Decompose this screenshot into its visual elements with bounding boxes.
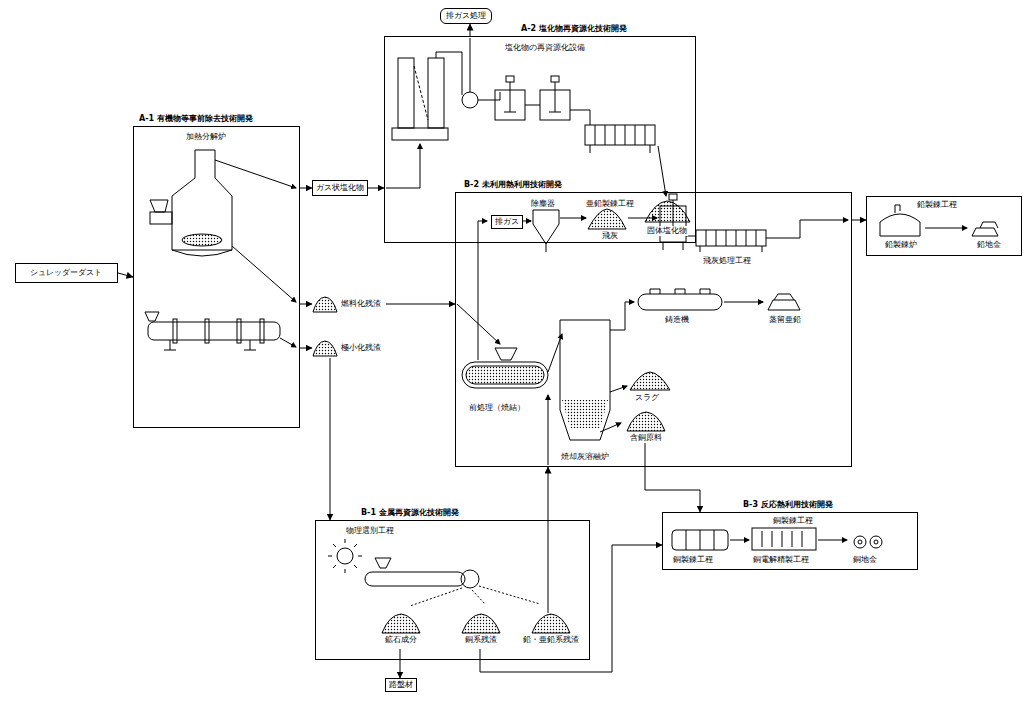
- equipment-label: 飛灰処理工程: [702, 256, 752, 266]
- flow-arrow: [118, 273, 133, 277]
- process-region: A-2 塩化物再資源化技術開発塩化物の再資源化設備: [384, 36, 696, 243]
- box-label: 鉛製錬工程: [917, 200, 957, 210]
- pile-outline: [627, 412, 665, 431]
- box-label: 排ガス処理: [446, 11, 486, 21]
- region-heading: A-1 有機物等事前除去技術開発: [139, 114, 253, 124]
- material-pile: 銅系残渣: [453, 613, 509, 649]
- flow-arrow: [548, 467, 549, 613]
- physical-separation-equipment: [328, 539, 540, 606]
- box-label: 銅製錬工程: [773, 516, 813, 526]
- box-label: 路盤材: [389, 680, 413, 690]
- box-label: 物理選別工程: [346, 526, 394, 536]
- flow-arrow: [470, 24, 471, 36]
- pile-shape: [531, 613, 571, 633]
- flow-arrow: [300, 348, 312, 349]
- material-label: 鉛・亜鉛系残渣: [523, 635, 579, 645]
- process-box: ガス状塩化物: [312, 180, 368, 196]
- pile-outline: [313, 341, 337, 356]
- equipment-label: 固体塩化物: [646, 226, 688, 236]
- pile-shape: [381, 613, 421, 633]
- equipment-label: 蒸留亜鉛: [768, 315, 802, 325]
- flow-arrow: [480, 545, 662, 672]
- region-heading: A-2 塩化物再資源化技術開発: [521, 24, 627, 34]
- flow-arrow: [300, 304, 312, 305]
- pile-shape: [461, 613, 501, 633]
- material-pile: 極小化残渣: [312, 338, 386, 358]
- process-region: A-1 有機物等事前除去技術開発加熱分解炉: [133, 126, 300, 428]
- pyrolysis-furnace: [150, 150, 296, 302]
- equipment-label: スラグ: [634, 393, 660, 403]
- material-label: 含銅原料: [630, 433, 662, 443]
- equipment-label: 前処理（焼結）: [468, 403, 526, 413]
- pile-outline: [532, 614, 570, 633]
- region-heading: B-2 未利用熱利用技術開発: [464, 180, 562, 190]
- region-heading: B-3 反応熱利用技術開発: [743, 500, 833, 510]
- material-label: 燃料化残渣: [341, 299, 381, 309]
- equipment-label: 銅電解精製工程: [752, 555, 810, 565]
- input-box: シュレッダーダスト: [15, 263, 118, 283]
- terminal-box: 排ガス処理: [440, 8, 492, 24]
- flow-arrow: [330, 358, 331, 520]
- pile-outline: [313, 297, 337, 312]
- pile-shape: [626, 411, 666, 431]
- rotary-kiln: [145, 312, 296, 350]
- equipment-label: 鉛地金: [976, 240, 1002, 250]
- pile-outline: [382, 614, 420, 633]
- equipment-label: 銅地金: [852, 555, 878, 565]
- box-label: 排ガス: [495, 217, 519, 227]
- flow-arrow: [645, 443, 700, 512]
- copper-smelting-equipment: [672, 528, 882, 550]
- region-heading: B-1 金属再資源化技術開発: [361, 508, 459, 518]
- zinc-smelting-equipment: [457, 194, 848, 465]
- material-pile: 鉱石成分: [376, 613, 426, 649]
- pile-outline: [462, 614, 500, 633]
- equipment-label: 飛灰: [601, 231, 619, 241]
- flow-arrow: [386, 304, 455, 305]
- material-pile: 含銅原料: [619, 411, 673, 443]
- lead-smelting-equipment: [880, 205, 998, 236]
- process-box: 路盤材: [385, 678, 417, 692]
- box-label: ガス状塩化物: [316, 183, 364, 193]
- material-pile: 燃料化残渣: [312, 294, 386, 314]
- equipment-label: 鋳造機: [664, 315, 690, 325]
- material-pile: 鉛・亜鉛系残渣: [519, 613, 583, 649]
- process-region: B-1 金属再資源化技術開発物理選別工程鉱石成分銅系残渣鉛・亜鉛系残渣: [315, 520, 590, 660]
- flow-arrow: [852, 220, 866, 221]
- material-label: 銅系残渣: [465, 635, 497, 645]
- flow-arrow: [400, 649, 401, 678]
- box-label: 亜鉛製錬工程: [586, 199, 634, 209]
- chloride-recycling-equipment: [386, 38, 690, 222]
- equipment-label: 除塵器: [530, 199, 556, 209]
- flow-arrow: [368, 188, 384, 189]
- process-box: 排ガス: [491, 215, 523, 229]
- box-label: 塩化物の再資源化設備: [505, 43, 585, 53]
- pile-shape: [312, 340, 338, 356]
- box-label: シュレッダーダスト: [30, 268, 102, 278]
- equipment-label: 鉛製錬炉: [884, 240, 918, 250]
- flow-arrow: [300, 188, 312, 189]
- material-label: 鉱石成分: [385, 635, 417, 645]
- pile-shape: [312, 296, 338, 312]
- box-label: 加熱分解炉: [186, 132, 226, 142]
- equipment-label: 銅製錬工程: [672, 555, 714, 565]
- equipment-label: 焼却灰溶融炉: [560, 452, 610, 462]
- material-label: 極小化残渣: [341, 343, 381, 353]
